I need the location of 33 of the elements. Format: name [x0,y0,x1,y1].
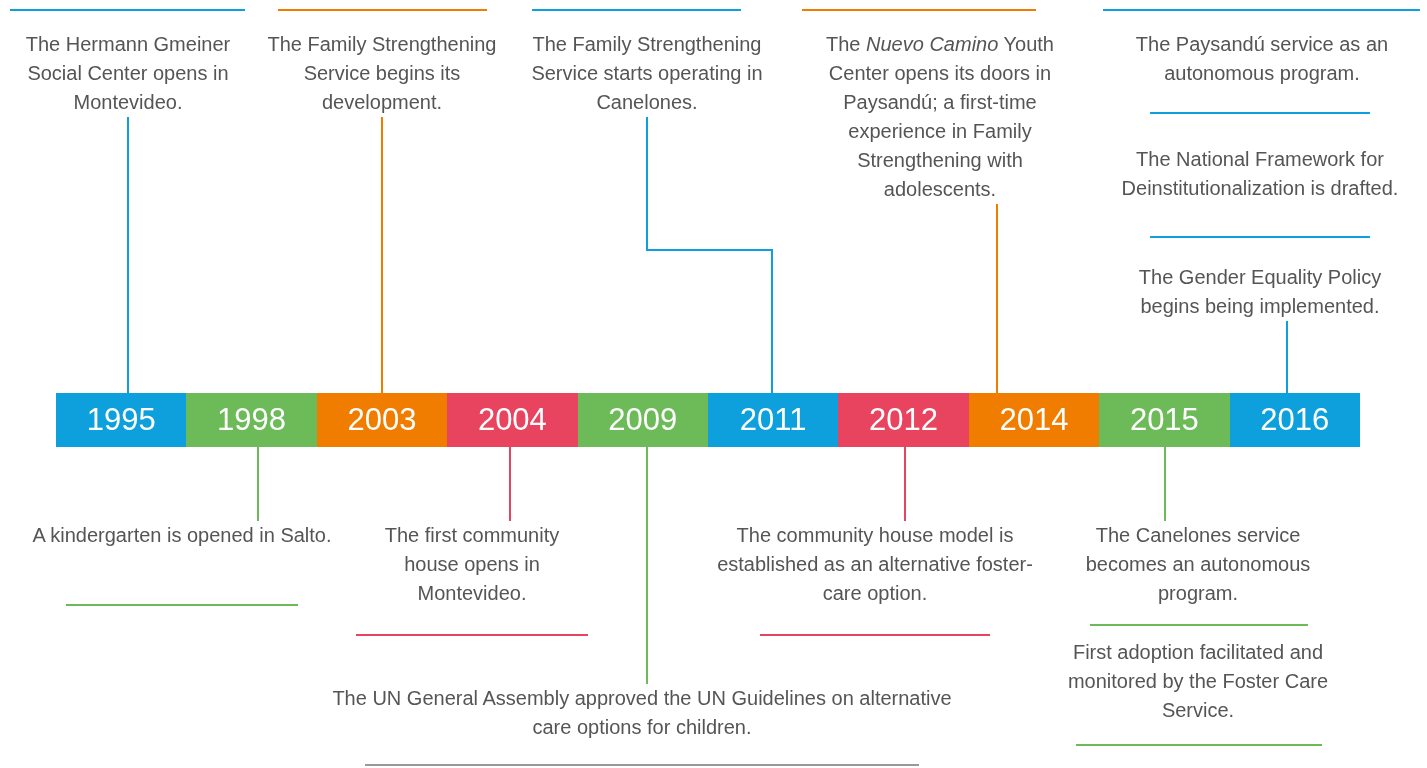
year-box: 2011 [708,393,839,447]
leader-line [646,116,773,394]
leader-line [509,446,511,522]
leader-line [257,446,259,522]
event-text: First adoption facilitated and monitored by the Foster Care Service. [1066,640,1330,723]
event-text: The National Framework for Deinstitutionalization is drafted. [1120,147,1400,201]
year-box: 2012 [838,393,969,447]
year-box: 2016 [1229,393,1360,447]
event-text: The Family Strengthening Service begins its development. [262,30,502,117]
year-box: 2004 [447,393,578,447]
leader-line [1286,320,1288,394]
year-box: 1998 [186,393,317,447]
year-box: 2014 [968,393,1100,447]
event-text: The Nuevo Camino Youth Center opens its doors in Paysandú; a first-time experience in Family Strengthening with adolescents. [815,30,1065,204]
leader-line [1164,446,1166,522]
event-text: The Gender Equality Policy begins being implemented. [1110,263,1410,321]
leader-line [996,203,998,394]
year-box: 2009 [577,393,708,447]
event-text: The Hermann Gmeiner Social Center opens in Montevideo. [3,30,253,117]
event-text: A kindergarten is opened in Salto. [32,521,332,550]
leader-line [381,116,383,394]
leader-line [646,446,648,685]
event-text: The Paysandú service as an autonomous program. [1134,32,1390,86]
year-box: 1995 [56,393,187,447]
event-text: The Canelones service becomes an autonomous program. [1053,521,1343,608]
year-box: 2015 [1099,393,1230,447]
event-text: The UN General Assembly approved the UN Guidelines on alternative care options for children. [322,684,962,742]
event-text: The community house model is established as an alternative foster-care option. [705,521,1045,608]
leader-line [904,446,906,522]
event-text: The Family Strengthening Service starts operating in Canelones. [527,30,767,117]
year-box: 2003 [316,393,448,447]
leader-line [127,116,129,394]
event-text: The first community house opens in Montevideo. [357,521,587,608]
